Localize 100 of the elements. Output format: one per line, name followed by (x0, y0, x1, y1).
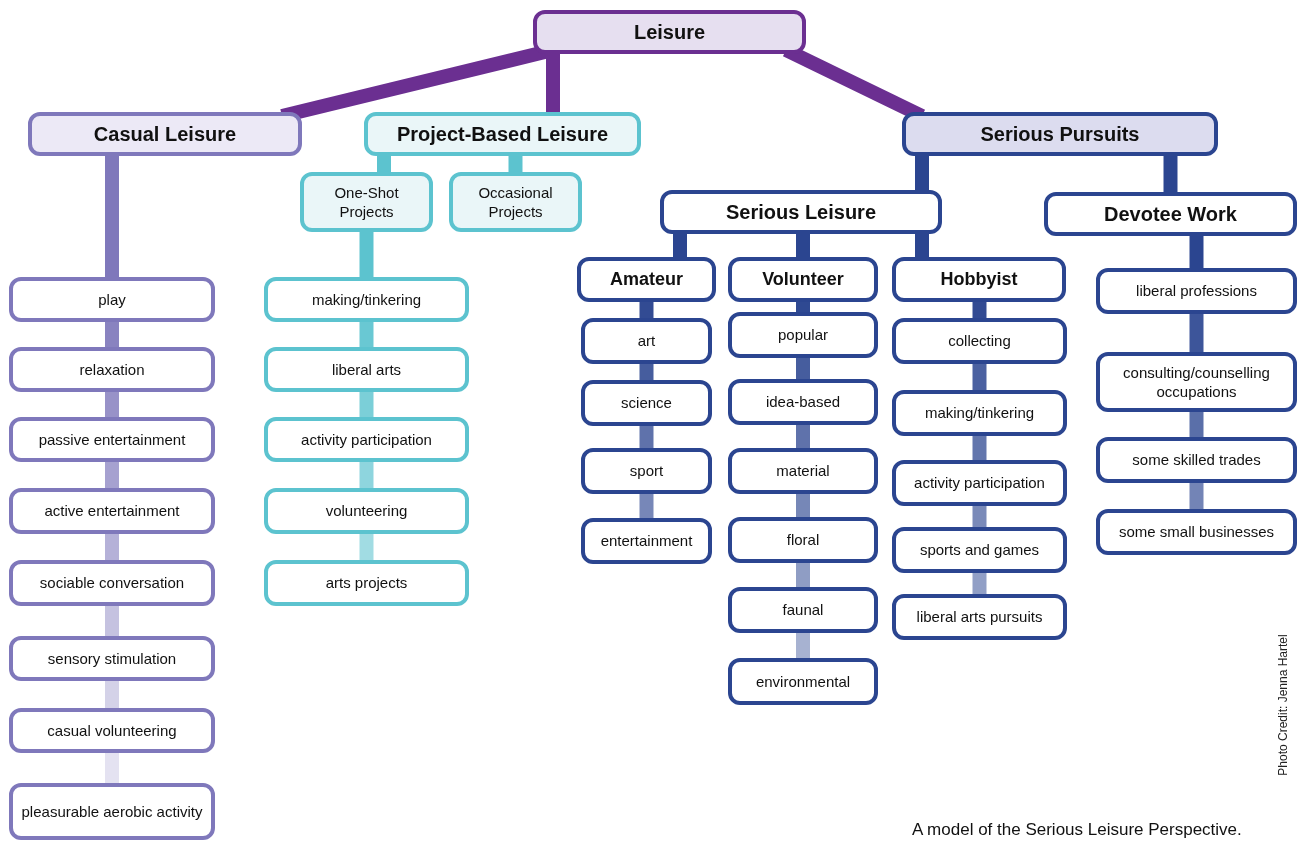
connector-bar (359, 232, 374, 277)
item-box (264, 417, 469, 462)
connector-bar (1189, 314, 1204, 352)
box-label: Amateur (610, 267, 683, 291)
box-label: Leisure (633, 20, 706, 45)
box-label: making/tinkering (311, 289, 422, 310)
box-label: some skilled trades (1132, 450, 1261, 470)
category-box (533, 10, 806, 54)
item-box (892, 460, 1067, 506)
connector-bar (1189, 483, 1204, 509)
connector-bar (1189, 236, 1204, 268)
connector-bar (359, 322, 374, 347)
connector-bar (639, 302, 654, 318)
item-box (892, 390, 1067, 436)
box-label: play (98, 289, 126, 310)
connector-bar (972, 364, 987, 390)
box-label: Casual Leisure (93, 122, 237, 147)
connector-bar (972, 506, 987, 527)
category-box (28, 112, 302, 156)
item-box (264, 347, 469, 392)
item-box (9, 783, 215, 840)
item-box (728, 517, 878, 563)
item-box (892, 318, 1067, 364)
item-box (9, 560, 215, 606)
category-box (892, 257, 1066, 302)
box-label: passive entertainment (38, 429, 186, 450)
connector-bar (972, 436, 987, 460)
connector-bar (1189, 412, 1204, 437)
box-label: activity participation (914, 473, 1045, 493)
box-label: Occasional Projects (477, 182, 554, 222)
connector-bar (546, 54, 560, 112)
box-label: Project-Based Leisure (396, 122, 609, 147)
connector-bar (796, 425, 810, 448)
box-label: Serious Leisure (725, 200, 877, 225)
box-label: consulting/counselling occupations (1122, 362, 1271, 402)
connector-bar (796, 633, 810, 658)
item-box (9, 277, 215, 322)
connector-bar (796, 563, 810, 587)
box-label: collecting (948, 331, 1011, 351)
item-box (892, 594, 1067, 640)
box-label: volunteering (325, 501, 408, 521)
box-label: science (621, 393, 672, 413)
category-box (660, 190, 942, 234)
box-label: liberal arts pursuits (916, 607, 1043, 627)
item-box (728, 312, 878, 358)
category-box (577, 257, 716, 302)
box-label: Serious Pursuits (980, 122, 1140, 147)
box-label: environmental (755, 671, 851, 692)
connector-bar (972, 573, 987, 594)
connector-bar (105, 392, 119, 417)
item-box (581, 318, 712, 364)
item-box (9, 488, 215, 534)
box-label: pleasurable aerobic activity (21, 801, 203, 822)
item-box (300, 172, 433, 232)
connector-bar (105, 322, 119, 347)
connector-bar (915, 234, 929, 257)
connector-bar (915, 156, 929, 190)
box-label: active entertainment (44, 501, 180, 521)
box-label: sport (629, 461, 664, 481)
connector-bar (1163, 156, 1178, 192)
connector-bar (377, 156, 391, 172)
item-box (728, 587, 878, 633)
item-box (581, 518, 712, 564)
box-label: popular (777, 325, 828, 345)
item-box (9, 417, 215, 462)
item-box (892, 527, 1067, 573)
item-box (9, 636, 215, 681)
category-box (902, 112, 1218, 156)
connector-bar (972, 302, 987, 318)
item-box (728, 658, 878, 705)
box-label: sensory stimulation (47, 648, 177, 669)
box-label: relaxation (79, 359, 145, 380)
item-box (728, 379, 878, 425)
item-box (581, 448, 712, 494)
item-box (449, 172, 582, 232)
connector-bar (639, 494, 654, 518)
box-label: Hobbyist (940, 267, 1018, 291)
box-label: sports and games (919, 540, 1040, 560)
box-label: floral (786, 530, 820, 550)
box-label: sociable conversation (39, 573, 185, 593)
connector-bar (508, 156, 523, 172)
box-label: art (637, 331, 656, 351)
item-box (1096, 509, 1297, 555)
connector-bar (796, 494, 810, 517)
item-box (9, 708, 215, 753)
item-box (9, 347, 215, 392)
connector-bar (673, 234, 687, 257)
item-box (1096, 268, 1297, 314)
connector-bar (639, 364, 654, 380)
connector-bar (796, 234, 810, 257)
box-label: faunal (782, 600, 824, 620)
connector-bar (105, 606, 119, 636)
connector-bar (105, 753, 119, 783)
connector-bar (359, 534, 374, 560)
connector-bar (639, 426, 654, 448)
item-box (264, 560, 469, 606)
connector-bar (796, 358, 810, 379)
box-label: activity participation (301, 429, 432, 450)
connector-bar (105, 156, 119, 277)
caption: A model of the Serious Leisure Perspective. (912, 820, 1242, 840)
